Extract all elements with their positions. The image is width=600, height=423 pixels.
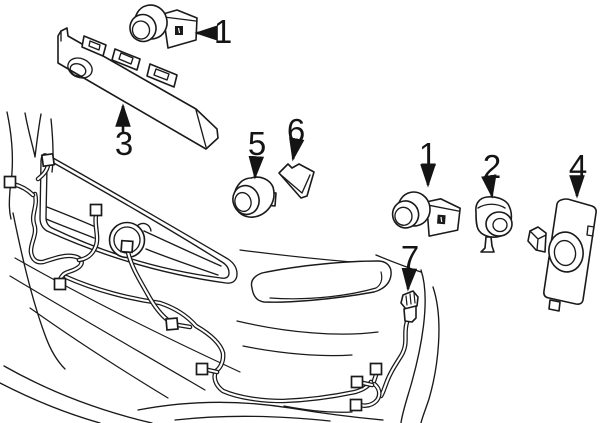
callout-2-label: 2	[482, 148, 502, 186]
arrow-to-part7	[401, 267, 418, 292]
bracket-oval-hole	[67, 57, 93, 79]
arrow-to-part2	[481, 174, 497, 199]
harness-connector-square	[3, 175, 17, 189]
grille-emblem	[108, 221, 152, 259]
bumper-body-lines	[0, 212, 440, 423]
callout-7-label: 7	[400, 239, 420, 277]
parking-sensor-part2	[475, 196, 513, 253]
parking-sensor-part1-top	[126, 0, 198, 49]
front-grille	[39, 153, 238, 284]
parking-sensor-part5	[232, 176, 277, 218]
harness-connector-square	[120, 239, 134, 254]
callout-1-top-label: 1	[213, 13, 233, 51]
lower-intake-opening	[250, 260, 392, 303]
harness-connector-square	[350, 375, 364, 389]
callout-3-label: 3	[114, 125, 134, 163]
car-front-end-illustration	[0, 111, 440, 423]
callout-6-label: 6	[286, 112, 306, 150]
harness-connector-square	[89, 203, 103, 217]
arrow-to-part6	[289, 137, 305, 162]
sensor-mount-plate-part4	[527, 198, 597, 312]
harness-connector-square	[195, 362, 209, 376]
mounting-bracket-part3	[57, 27, 219, 150]
retainer-clip-part6	[278, 163, 315, 199]
callout-1-middle-label: 1	[418, 136, 438, 174]
harness-main-connector	[400, 290, 419, 323]
arrow-to-part5	[248, 155, 265, 180]
harness-connector-square	[369, 362, 383, 376]
callout-4-label: 4	[568, 148, 588, 186]
part-illustrations	[57, 0, 597, 312]
callout-arrows	[115, 25, 585, 292]
wiring-harness-part7	[3, 152, 419, 412]
harness-connector-square	[40, 152, 56, 168]
harness-connector-square	[349, 398, 363, 412]
harness-connector-square	[53, 277, 67, 291]
callout-5-label: 5	[247, 125, 267, 163]
harness-connector-square	[165, 317, 179, 331]
parking-sensor-part1-middle	[387, 186, 463, 239]
hood-panel-lines	[6, 111, 54, 220]
